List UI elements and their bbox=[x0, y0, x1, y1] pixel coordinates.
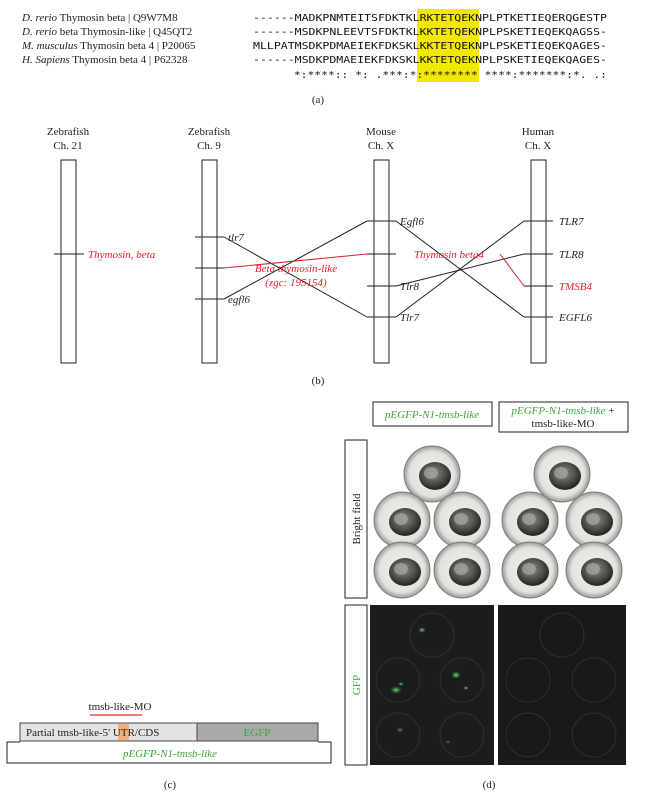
link-mouse-tlr8-human-tlr8 bbox=[395, 253, 525, 287]
chr-header-z21-chr: Ch. 21 bbox=[53, 140, 82, 152]
sequence-row: MLLPATMSDKPDMAEIEKFDKSKLKKTETQEKNPLPSKET… bbox=[253, 41, 607, 52]
link-mouse-tlr7-human-tlr7 bbox=[395, 220, 525, 318]
chr-header-z9-species: Zebrafish bbox=[188, 126, 231, 138]
protein-description: beta Thymosin-like | Q45QT2 bbox=[57, 26, 192, 38]
gene-label-mouse-tlr8: Tlr8 bbox=[400, 281, 419, 293]
chr-header-human-chr: Ch. X bbox=[525, 140, 551, 152]
col2-header-box bbox=[498, 401, 629, 433]
row2-label: GFP bbox=[351, 675, 363, 695]
embryo-group-control bbox=[373, 445, 491, 599]
row1-label: Bright field bbox=[351, 493, 363, 545]
protein-description: Thymosin beta | Q9W7M8 bbox=[57, 12, 178, 24]
embryo bbox=[433, 541, 491, 599]
gene-label-human-tlr8: TLR8 bbox=[559, 249, 584, 261]
embryo bbox=[565, 491, 623, 549]
chr-header-human-species: Human bbox=[522, 126, 555, 138]
panel-label-b: (b) bbox=[312, 375, 325, 387]
row2-label-box bbox=[344, 604, 368, 766]
panel-c-construct: tmsb-like-MO Partial tmsb-like-5' UTR/CD… bbox=[6, 701, 332, 791]
col2-header-line2: tmsb-like-MO bbox=[532, 418, 595, 430]
species-name: M. musculus bbox=[21, 40, 78, 52]
egfp-label: EGFP bbox=[244, 727, 271, 739]
embryo bbox=[373, 491, 431, 549]
embryo bbox=[433, 491, 491, 549]
species-name: D. rerio bbox=[21, 12, 58, 24]
chr-header-z9-chr: Ch. 9 bbox=[197, 140, 221, 152]
col2-header-line1: pEGFP-N1-tmsb-like + bbox=[510, 405, 614, 417]
embryo bbox=[533, 445, 591, 503]
link-mouse-tmsb4-human-tmsb4 bbox=[499, 253, 525, 287]
consensus-row: *:****:: *: .***:*:******** ****:*******… bbox=[253, 70, 607, 81]
chromosome-bar-human bbox=[530, 159, 547, 364]
col2-plus-sign: + bbox=[606, 405, 615, 417]
gene-label-z9-egfl6: egfl6 bbox=[228, 294, 250, 306]
col2-vector-label: pEGFP-N1-tmsb-like bbox=[510, 405, 605, 417]
panel-label-d: (d) bbox=[483, 779, 496, 791]
chromosome-bar-z21 bbox=[60, 159, 77, 364]
alignment-row-label: H. Sapiens Thymosin beta 4 | P62328 bbox=[21, 54, 188, 66]
chr-header-mouse-species: Mouse bbox=[366, 126, 396, 138]
panel-label-c: (c) bbox=[164, 779, 177, 791]
chromosome-bar-mouse bbox=[373, 159, 390, 364]
morpholino-label: tmsb-like-MO bbox=[89, 701, 152, 713]
species-name: D. rerio bbox=[21, 26, 58, 38]
embryo bbox=[403, 445, 461, 503]
col1-header-box bbox=[372, 401, 493, 427]
gene-label-z9-tlr7: tlr7 bbox=[228, 232, 244, 244]
plasmid-backbone bbox=[6, 741, 332, 764]
chr-header-z21-species: Zebrafish bbox=[47, 126, 90, 138]
gene-label-mouse-egfl6: Egfl6 bbox=[399, 216, 424, 228]
protein-description: Thymosin beta 4 | P20065 bbox=[78, 40, 196, 52]
link-z9-btl-mouse-tmsb4 bbox=[223, 253, 368, 269]
conserved-motif-highlight bbox=[417, 9, 479, 82]
gfp-image-control bbox=[370, 605, 494, 765]
panel-label-a: (a) bbox=[312, 94, 325, 106]
sequence-row: ------MADKPNMTEITSFDKTKLRKTETQEKNPLPTKET… bbox=[253, 13, 607, 24]
protein-description: Thymosin beta 4 | P62328 bbox=[70, 54, 188, 66]
chr-header-mouse-chr: Ch. X bbox=[368, 140, 394, 152]
gfp-embryo-outlines bbox=[375, 612, 617, 758]
gene-label-human-tlr7: TLR7 bbox=[559, 216, 584, 228]
embryo-group-morpholino bbox=[501, 445, 623, 599]
sequence-row: ------MSDKPDMAEIEKFDKSKLKKTETQEKNPLPSKET… bbox=[253, 55, 607, 66]
sequence-row: ------MSDKPNLEEVTSFDKTKLKKTETQEKNPLPSKET… bbox=[253, 27, 607, 38]
gene-label-z9-btl-id: (zgc: 195154) bbox=[265, 277, 327, 289]
chromosome-bar-z9 bbox=[201, 159, 218, 364]
row1-label-box bbox=[344, 439, 368, 599]
embryo bbox=[565, 541, 623, 599]
embryo bbox=[501, 541, 559, 599]
gene-label-z21-thymosin: Thymosin, beta bbox=[88, 249, 156, 261]
gene-label-mouse-tmsb4: Thymosin beta4 bbox=[414, 249, 484, 261]
link-z9-egfl6-mouse-egfl6 bbox=[223, 220, 368, 300]
species-name: H. Sapiens bbox=[21, 54, 70, 66]
alignment-row-label: D. rerio Thymosin beta | Q9W7M8 bbox=[21, 12, 178, 24]
gene-label-human-tmsb4: TMSB4 bbox=[559, 281, 593, 293]
embryo bbox=[373, 541, 431, 599]
gene-label-mouse-tlr7: Tlr7 bbox=[400, 312, 419, 324]
panel-d-experiment: pEGFP-N1-tmsb-like pEGFP-N1-tmsb-like + … bbox=[344, 401, 629, 791]
vector-label: pEGFP-N1-tmsb-like bbox=[122, 748, 217, 760]
gene-label-z9-btl: Beta thymosin-like bbox=[255, 263, 337, 275]
panel-b-synteny: Zebrafish Ch. 21 Zebrafish Ch. 9 Mouse C… bbox=[47, 126, 593, 387]
alignment-row-label: M. musculus Thymosin beta 4 | P20065 bbox=[21, 40, 196, 52]
embryo bbox=[501, 491, 559, 549]
col1-header-label: pEGFP-N1-tmsb-like bbox=[384, 409, 479, 421]
egfp-box bbox=[196, 722, 319, 742]
gene-label-human-egfl6: EGFL6 bbox=[558, 312, 593, 324]
alignment-row-label: D. rerio beta Thymosin-like | Q45QT2 bbox=[21, 26, 192, 38]
utr-cds-label: Partial tmsb-like-5' UTR/CDS bbox=[26, 727, 159, 739]
mo-target-site bbox=[118, 724, 129, 740]
link-z9-tlr7-mouse-tlr7 bbox=[223, 236, 368, 318]
alignment-sequences: ------MADKPNMTEITSFDKTKLRKTETQEKNPLPTKET… bbox=[253, 13, 607, 81]
gfp-image-morpholino bbox=[498, 605, 626, 765]
gfp-signal-spots bbox=[390, 627, 469, 744]
